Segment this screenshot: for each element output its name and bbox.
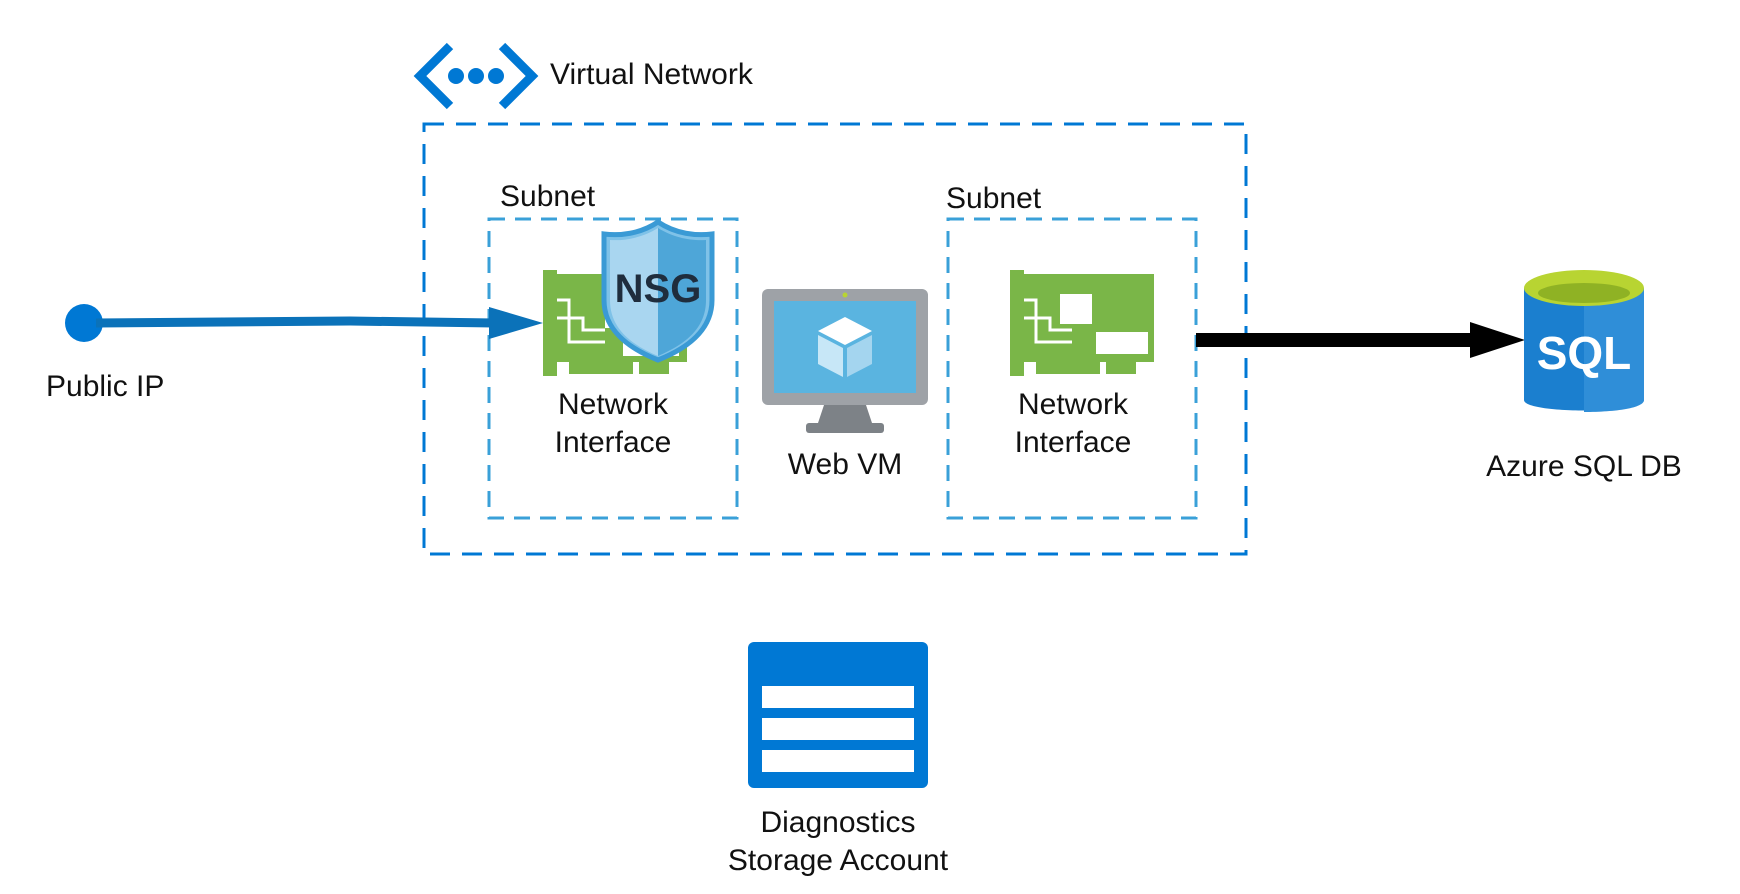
public-ip-dot[interactable] [65,304,103,342]
subnet-right-label: Subnet [946,182,1042,215]
sql-icon-text: SQL [1537,327,1632,379]
virtual-machine-icon[interactable] [762,289,928,435]
nic-left-line1: Network [557,388,669,421]
storage-account-label: Diagnostics Storage Account [698,804,978,880]
storage-account-icon[interactable] [748,642,928,788]
web-vm-label: Web VM [787,448,903,481]
sql-database-icon[interactable]: SQL [1520,266,1648,422]
virtual-network-icon [413,42,539,110]
network-interface-left-label: Network Interface [513,386,713,462]
nsg-shield-icon[interactable]: NSG [600,218,716,364]
network-interface-right-icon[interactable] [1010,270,1154,376]
subnet-left-label: Subnet [500,180,596,213]
public-ip-arrow-shaft [95,316,495,328]
sql-db-label: Azure SQL DB [1486,450,1682,483]
public-ip-arrow-head [489,307,543,339]
nsg-text: NSG [615,267,702,311]
nic-right-line2: Interface [1014,426,1132,459]
nic-right-line1: Network [1017,388,1129,421]
virtual-network-label: Virtual Network [550,58,753,91]
sql-arrow-head [1470,322,1525,358]
nic-left-line2: Interface [554,426,672,459]
storage-label-line2: Storage Account [727,844,949,877]
network-interface-right-label: Network Interface [973,386,1173,462]
subnet-right-boundary [946,217,1198,520]
subnet-left-boundary [487,217,739,520]
storage-label-line1: Diagnostics [760,806,916,839]
public-ip-label: Public IP [46,370,165,403]
